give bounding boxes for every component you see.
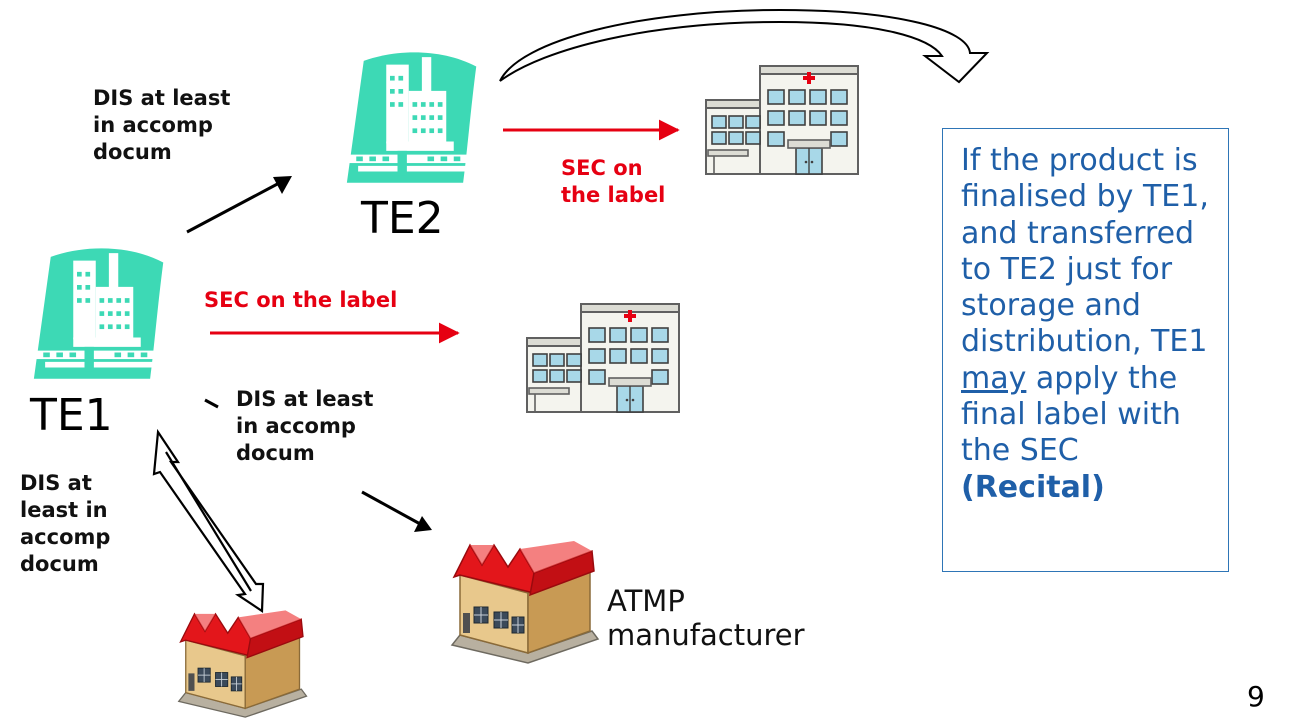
info-text-bold: (Recital) xyxy=(961,469,1105,505)
factory-bottom-icon xyxy=(170,605,310,719)
te2-outgoing-label: SEC on the label xyxy=(561,156,666,207)
info-text-underlined: may xyxy=(961,360,1027,396)
atmp-manufacturer-label: ATMP manufacturer xyxy=(607,584,805,652)
info-text-intro: If the product is finalised by TE1, and … xyxy=(961,143,1209,360)
te2-label: TE2 xyxy=(361,193,444,244)
info-box: If the product is finalised by TE1, and … xyxy=(942,128,1229,572)
curved-arrow-to-infobox xyxy=(499,8,990,84)
hospital-top-icon xyxy=(702,58,862,178)
connector-dash xyxy=(204,398,219,409)
te2-building-icon xyxy=(326,44,484,194)
te1-to-factory-label: DIS at least in accomp docum xyxy=(20,471,111,576)
page-number: 9 xyxy=(1247,680,1265,713)
double-arrow-te1-factory xyxy=(152,428,265,614)
te1-label: TE1 xyxy=(30,390,113,441)
hospital-middle-icon xyxy=(523,296,683,416)
te1-building-icon xyxy=(12,240,172,390)
te1-to-atmp-label: DIS at least in accomp docum xyxy=(236,387,374,465)
arrow-te1-to-te2 xyxy=(186,176,292,234)
atmp-factory-icon xyxy=(442,535,602,665)
te2-incoming-label: DIS at least in accomp docum xyxy=(93,86,231,164)
arrow-te1-to-atmp xyxy=(361,490,432,532)
info-text-rest: apply the final label with the SEC xyxy=(961,360,1181,469)
te1-outgoing-label: SEC on the label xyxy=(204,288,398,312)
